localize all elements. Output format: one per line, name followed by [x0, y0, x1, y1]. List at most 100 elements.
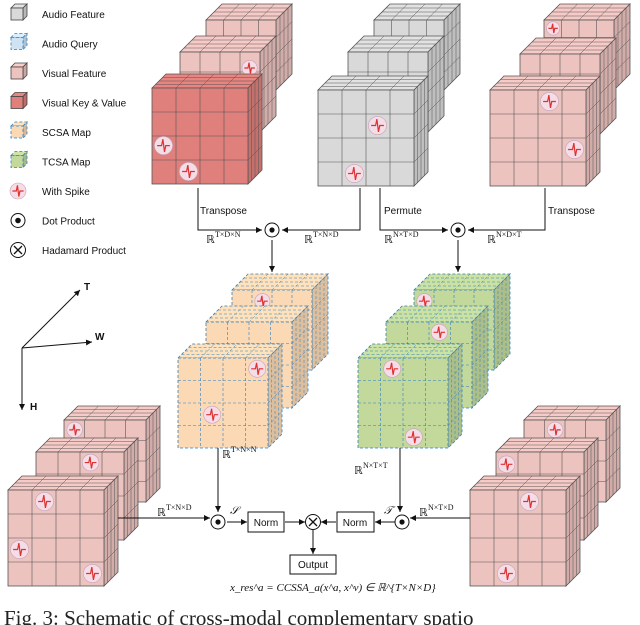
spike-icon: [81, 453, 100, 472]
spike-icon: [547, 421, 564, 438]
legend-label-audio: Audio Feature: [42, 10, 105, 21]
legend-item-scsa: SCSA Map: [10, 121, 91, 139]
scsa-map-stack-layer: [177, 343, 283, 449]
spike-icon: [203, 405, 222, 424]
spike-icon: [66, 421, 83, 438]
spike-icon: [35, 492, 54, 511]
legend-label-spike: With Spike: [42, 187, 90, 198]
figure-caption: Fig. 3: Schematic of cross-modal complem…: [4, 606, 473, 625]
hadamard-product: [305, 514, 321, 530]
svg-text:N×T×D: N×T×D: [393, 230, 419, 239]
tcsa-map-stack-layer: [357, 343, 463, 449]
svg-text:ℝ: ℝ: [157, 507, 166, 519]
output-box: Output: [289, 554, 337, 575]
legend-label-visual: Visual Feature: [42, 69, 107, 80]
legend-item-visual: Visual Feature: [10, 62, 107, 80]
norm-left-box: Norm: [247, 511, 285, 533]
svg-text:ℝ: ℝ: [487, 234, 496, 246]
norm-right-label: Norm: [343, 518, 367, 529]
legend-label-key: Visual Key & Value: [42, 99, 127, 110]
legend-item-spike: With Spike: [9, 182, 90, 200]
dim-ntt: ℝ N×T×T: [354, 461, 388, 477]
spike-icon: [430, 323, 448, 341]
legend-item-key: Visual Key & Value: [10, 91, 127, 110]
legend-label-hadamard: Hadamard Product: [42, 246, 126, 257]
legend-label-scsa: SCSA Map: [42, 128, 91, 139]
spike-icon: [83, 564, 102, 583]
visual-key-stack-top-right: [489, 3, 631, 187]
spike-icon: [179, 162, 198, 181]
legend-item-tcsa: TCSA Map: [10, 150, 91, 169]
svg-text:N×T×D: N×T×D: [428, 503, 454, 512]
svg-text:ℝ: ℝ: [384, 234, 393, 246]
axis-w-label: W: [95, 332, 105, 343]
audio-query-stack-top-middle: [317, 3, 461, 187]
dot-product-top-left: [264, 222, 280, 238]
spike-icon: [10, 540, 29, 559]
permute-label: Permute: [384, 206, 422, 217]
visual-key-stack-top-left: [151, 3, 293, 185]
dim-ntd: ℝ N×T×D: [384, 230, 419, 246]
t-operator: 𝒯: [384, 505, 396, 517]
legend-label-query: Audio Query: [42, 40, 98, 51]
norm-right-box: Norm: [336, 511, 375, 533]
legend-item-dot: Dot Product: [10, 213, 95, 228]
visual-stack-bottom-right: [469, 405, 621, 587]
spike-icon: [241, 60, 258, 76]
spike-icon: [248, 359, 267, 378]
dim-tnd-top: ℝ T×N×D: [304, 230, 339, 246]
legend-label-tcsa: TCSA Map: [42, 158, 91, 169]
dot-product-bottom-left: [210, 514, 226, 530]
formula: x_res^a = CCSSA_a(x^a, x^v) ∈ ℝ^{T×N×D}: [229, 582, 436, 594]
spike-icon: [383, 359, 402, 378]
svg-text:T×N×N: T×N×N: [231, 445, 257, 454]
dim-ndt: ℝ N×D×T: [487, 230, 522, 246]
dot-product-top-right: [450, 222, 466, 238]
spike-icon: [9, 182, 27, 200]
feature-cubes: [7, 3, 631, 587]
dim-tnn: ℝ T×N×N: [222, 445, 257, 461]
legend-item-hadamard: Hadamard Product: [10, 242, 126, 258]
legend-label-dot: Dot Product: [42, 217, 95, 228]
svg-text:N×T×T: N×T×T: [363, 461, 388, 470]
spike-icon: [345, 164, 364, 183]
scsa-map-stack: [177, 273, 329, 449]
visual-stack-bottom-left: [7, 405, 161, 587]
svg-text:T×N×D: T×N×D: [166, 503, 192, 512]
svg-text:ℝ: ℝ: [206, 234, 215, 246]
legend-item-query: Audio Query: [10, 32, 98, 51]
connectors: [118, 188, 546, 554]
spike-icon: [540, 92, 559, 111]
audio-query-stack-top-middle-layer: [317, 75, 429, 187]
svg-text:T×D×N: T×D×N: [215, 230, 241, 239]
svg-text:ℝ: ℝ: [419, 507, 428, 519]
svg-text:ℝ: ℝ: [304, 234, 313, 246]
dim-tnd-bottom: ℝ T×N×D: [157, 503, 192, 519]
visual-stack-bottom-right-layer: [469, 475, 581, 587]
spike-icon: [565, 140, 584, 159]
spike-icon: [154, 136, 173, 156]
visual-stack-bottom-left-layer: [7, 475, 119, 587]
transpose-left-label: Transpose: [200, 206, 247, 217]
norm-left-label: Norm: [254, 518, 278, 529]
spike-icon: [404, 428, 423, 447]
spike-icon: [497, 564, 516, 583]
spike-icon: [520, 492, 539, 511]
tcsa-map-stack: [357, 273, 511, 449]
spike-icon: [546, 21, 561, 36]
spike-icon: [497, 455, 516, 473]
legend-item-audio: Audio Feature: [10, 3, 105, 21]
output-label: Output: [298, 560, 328, 571]
visual-key-stack-top-right-layer: [489, 75, 601, 187]
visual-key-stack-top-left-layer: [151, 73, 263, 185]
transpose-right-label: Transpose: [548, 206, 595, 217]
spike-icon: [368, 116, 387, 135]
svg-text:T×N×D: T×N×D: [313, 230, 339, 239]
axis-t-label: T: [84, 282, 90, 293]
dim-tdn: ℝ T×D×N: [206, 230, 241, 246]
svg-text:N×D×T: N×D×T: [496, 230, 522, 239]
svg-text:ℝ: ℝ: [354, 465, 363, 477]
svg-text:ℝ: ℝ: [222, 449, 231, 461]
